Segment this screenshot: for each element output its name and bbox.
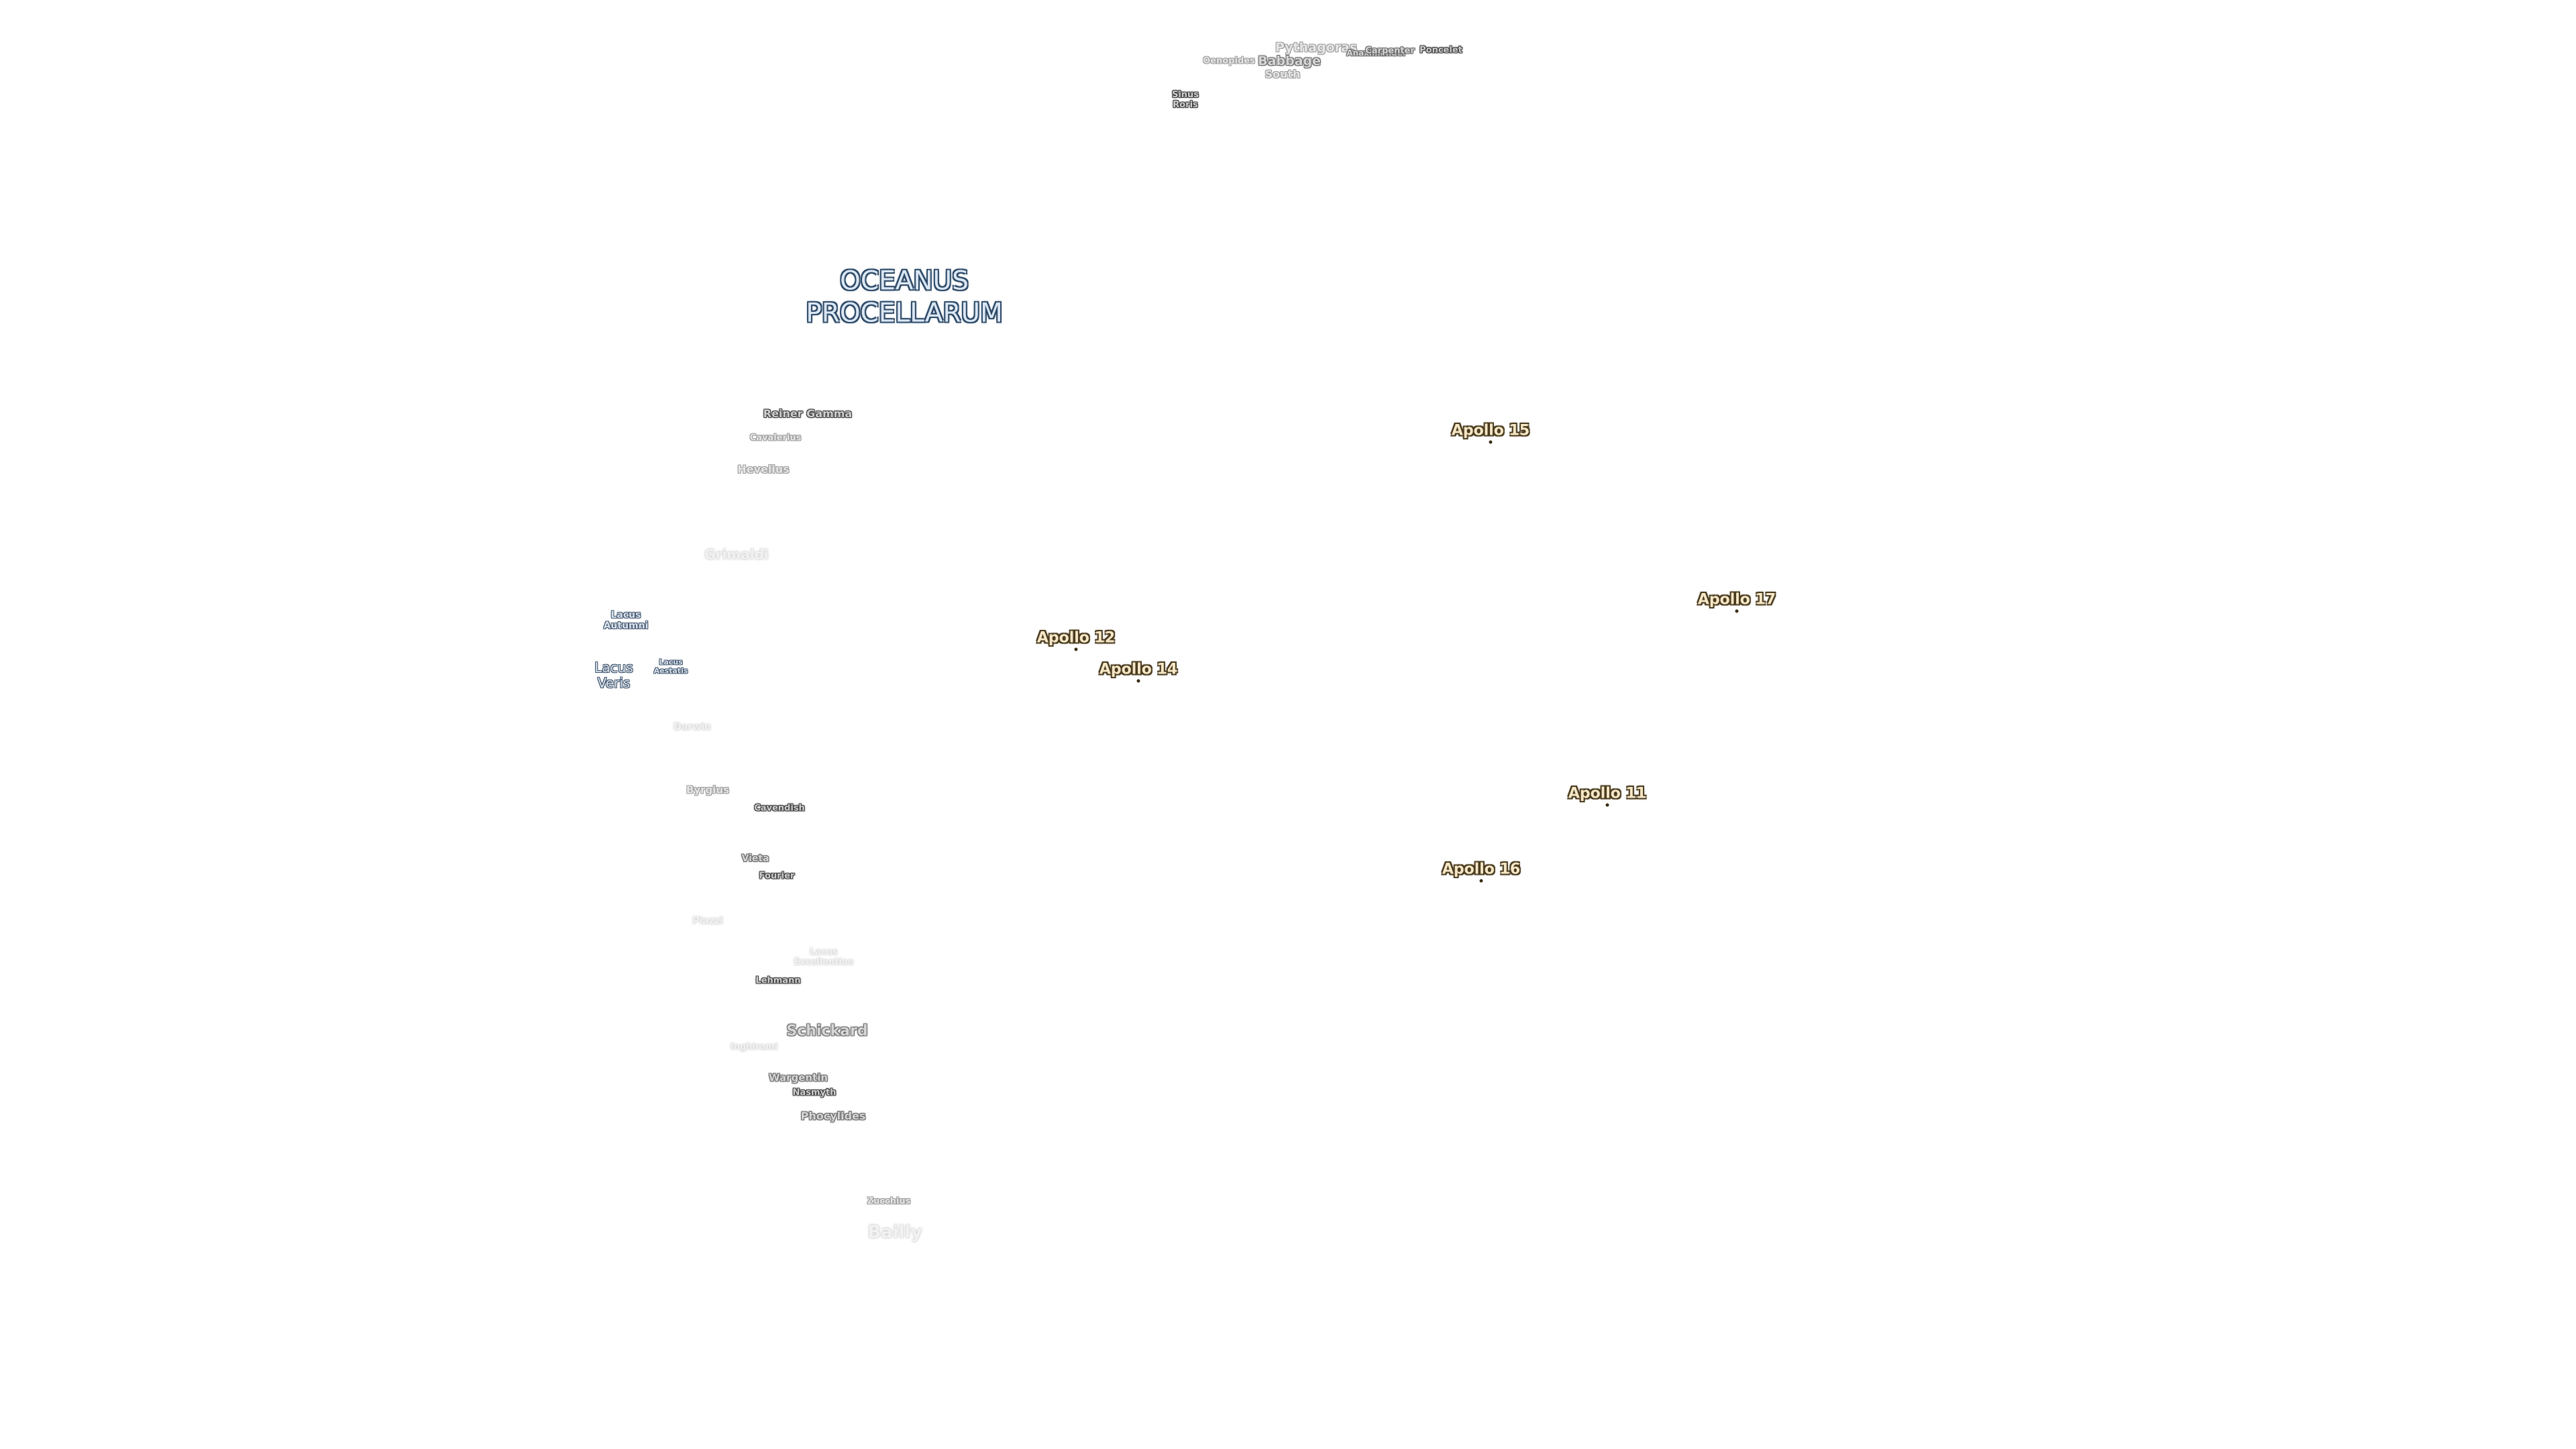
feature-label-lehmann[interactable]: Lehmann (755, 975, 801, 986)
apollo-16-site-marker[interactable] (1479, 879, 1483, 883)
feature-label-wargentin[interactable]: Wargentin (768, 1071, 828, 1084)
mare-label-oceanus-procellarum[interactable]: OCEANUS PROCELLARUM (806, 266, 1003, 328)
feature-label-cavalerius[interactable]: Cavalerius (749, 433, 802, 443)
feature-label-lacus-veris[interactable]: Lacus Veris (594, 659, 633, 691)
apollo-label-12[interactable]: Apollo 12 (1036, 629, 1116, 647)
feature-label-bailly[interactable]: Bailly (867, 1222, 922, 1243)
feature-label-sinus-roris[interactable]: Sinus Roris (1171, 90, 1199, 110)
apollo-label-17[interactable]: Apollo 17 (1697, 591, 1776, 608)
apollo-11-site-marker[interactable] (1605, 803, 1609, 807)
feature-label-carpenter[interactable]: Carpenter (1365, 46, 1415, 56)
feature-label-phocylides[interactable]: Phocylides (800, 1109, 866, 1122)
feature-label-byrgius[interactable]: Byrgius (686, 784, 730, 796)
apollo-17-site-marker[interactable] (1735, 609, 1739, 613)
feature-label-fourier[interactable]: Fourier (759, 871, 795, 881)
feature-label-piazzi[interactable]: Piazzi (692, 915, 723, 926)
feature-label-anaximander[interactable]: Anaximander (1346, 48, 1407, 58)
feature-label-lacus-aestatis[interactable]: Lacus Aestatis (653, 657, 688, 675)
feature-label-nasmyth[interactable]: Nasmyth (792, 1087, 837, 1098)
feature-label-inghirami[interactable]: Inghirami (730, 1042, 778, 1053)
feature-label-grimaldi[interactable]: Grimaldi (704, 546, 769, 563)
feature-label-vieta[interactable]: Vieta (741, 853, 769, 864)
feature-label-lacus-excellentiae[interactable]: Lacus Excellentiae (794, 947, 854, 967)
feature-label-reiner-gamma[interactable]: Reiner Gamma (763, 407, 853, 420)
feature-label-south[interactable]: South (1265, 67, 1301, 80)
apollo-12-site-marker[interactable] (1074, 647, 1078, 651)
feature-label-pythagoras[interactable]: Pythagoras (1275, 40, 1358, 56)
feature-label-oenopides[interactable]: Oenopides (1203, 56, 1255, 66)
apollo-label-14[interactable]: Apollo 14 (1099, 661, 1178, 678)
feature-label-hevelius[interactable]: Hevelius (737, 462, 790, 476)
feature-label-schickard[interactable]: Schickard (786, 1022, 868, 1040)
apollo-14-site-marker[interactable] (1136, 679, 1140, 683)
feature-label-babbage[interactable]: Babbage (1258, 54, 1321, 69)
apollo-label-11[interactable]: Apollo 11 (1568, 785, 1647, 802)
feature-label-lacus-autumni[interactable]: Lacus Autumni (603, 609, 649, 631)
apollo-15-site-marker[interactable] (1489, 440, 1493, 444)
feature-label-cavendish[interactable]: Cavendish (754, 803, 805, 814)
feature-label-zucchius[interactable]: Zucchius (867, 1196, 911, 1207)
feature-label-darwin[interactable]: Darwin (674, 721, 711, 733)
feature-label-poncelet[interactable]: Poncelet (1419, 45, 1462, 56)
apollo-label-15[interactable]: Apollo 15 (1451, 422, 1530, 439)
apollo-label-16[interactable]: Apollo 16 (1442, 861, 1521, 878)
